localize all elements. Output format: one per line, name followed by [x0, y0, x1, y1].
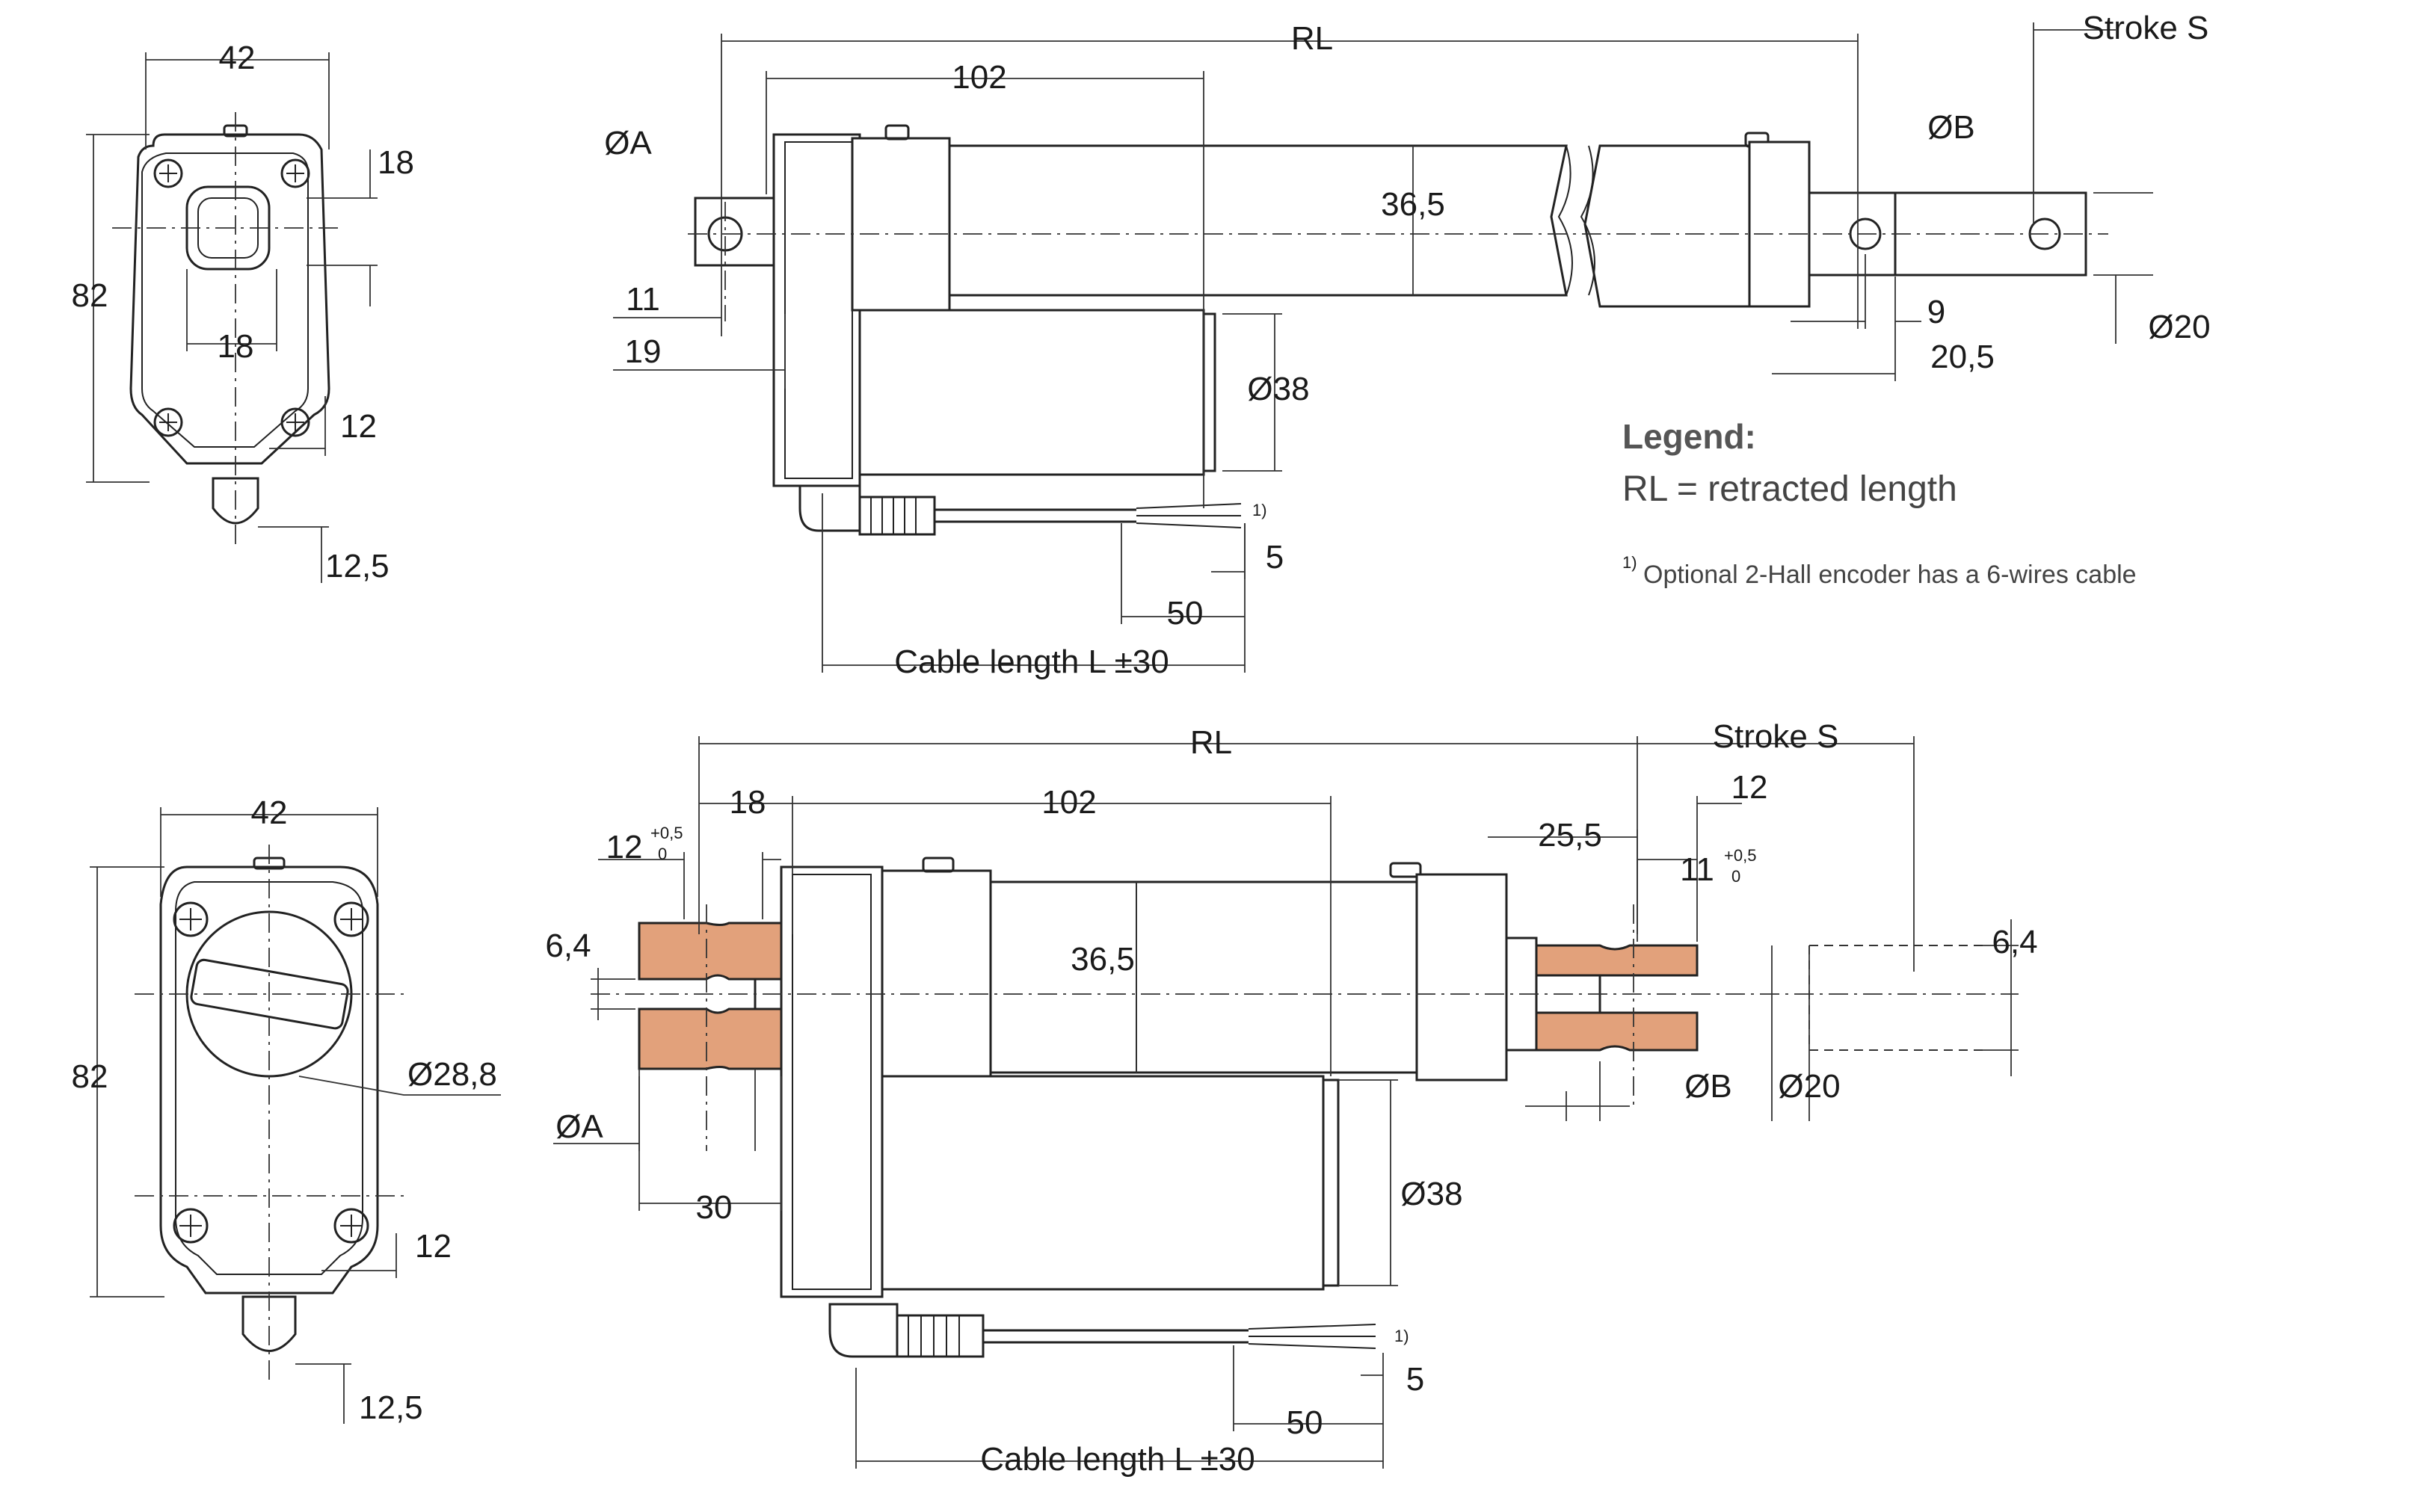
cable-5-2-label: 5 [1406, 1361, 1424, 1398]
end-view-connector-label: 12,5 [325, 548, 390, 584]
cable-50-2-label: 50 [1287, 1404, 1323, 1441]
cable-length-2-label: Cable length L ±30 [980, 1441, 1254, 1478]
rod-20-5-label: 20,5 [1930, 339, 1995, 375]
rod-dia-2-label: Ø20 [1778, 1068, 1840, 1105]
slot-12-tol-upper: +0,5 [650, 824, 683, 842]
top-end-view: 42 82 18 18 12 12,5 [72, 40, 414, 584]
rod-9-label: 9 [1927, 294, 1945, 330]
pin-a-label: ØA [604, 125, 652, 161]
end-view-height-label: 82 [72, 277, 108, 314]
motor-length-label: 102 [952, 59, 1006, 96]
slot-11-label: 11 [1680, 851, 1714, 888]
motor-dia-2-label: Ø38 [1400, 1176, 1462, 1212]
tube-dia-2-label: 36,5 [1071, 941, 1135, 978]
slot-12-label: 12 [606, 829, 643, 865]
clevis-19-label: 19 [625, 333, 662, 370]
offset-18-label: 18 [730, 784, 766, 821]
pin-a-2-label: ØA [555, 1108, 603, 1145]
rod-25-5-label: 25,5 [1538, 817, 1602, 854]
slot-11-tol-lower: 0 [1731, 867, 1740, 886]
legend-rl: RL = retracted length [1622, 469, 1957, 509]
bottom-side-view: RL Stroke S 18 102 12 +0,5 0 6,4 ØA 30 3… [545, 718, 2037, 1478]
end-view-square-label: 18 [218, 328, 254, 365]
cable-50-label: 50 [1167, 595, 1204, 632]
cable-length-label: Cable length L ±30 [894, 644, 1169, 680]
rl-2-label: RL [1190, 724, 1232, 761]
end-view-2-width-label: 42 [251, 794, 288, 831]
note-marker: 1) [1252, 501, 1267, 519]
legend-title: Legend: [1622, 417, 1756, 456]
stroke-2-label: Stroke S [1713, 718, 1839, 755]
end-view-top-offset-label: 18 [378, 144, 414, 181]
rod-12-label: 12 [1731, 769, 1768, 806]
top-side-view: RL Stroke S 102 ØA ØB 36,5 11 19 Ø38 9 2… [604, 10, 2210, 680]
slot-12-tol-lower: 0 [658, 845, 667, 863]
end-view-2-bottom-offset-label: 12 [415, 1228, 452, 1265]
end-view-bottom-offset-label: 12 [340, 408, 377, 445]
pin-b-label: ØB [1927, 109, 1975, 146]
end-view-width-label: 42 [219, 40, 256, 76]
rod-dia-label: Ø20 [2148, 309, 2210, 345]
note-marker-2: 1) [1394, 1327, 1409, 1345]
slot-11-tol-upper: +0,5 [1724, 846, 1756, 865]
slot-6-4-right-label: 6,4 [1992, 924, 2037, 960]
legend: Legend: RL = retracted length 1) Optiona… [1622, 417, 2137, 589]
rl-label: RL [1291, 20, 1333, 57]
end-view-2-connector-label: 12,5 [359, 1389, 423, 1426]
tube-dia-label: 36,5 [1381, 186, 1445, 223]
clevis-30-label: 30 [696, 1189, 733, 1226]
end-view-2-height-label: 82 [72, 1058, 108, 1095]
motor-length-2-label: 102 [1041, 784, 1096, 821]
legend-footnote: Optional 2-Hall encoder has a 6-wires ca… [1643, 561, 2137, 589]
bottom-end-view: 42 82 Ø28,8 12 12,5 [72, 794, 501, 1426]
cable-5-label: 5 [1266, 539, 1284, 576]
legend-footnote-marker: 1) [1622, 553, 1637, 572]
clevis-11-label: 11 [626, 281, 660, 318]
pin-b-2-label: ØB [1684, 1068, 1732, 1105]
motor-dia-label: Ø38 [1247, 371, 1309, 407]
knob-dia-label: Ø28,8 [407, 1056, 497, 1093]
stroke-label: Stroke S [2083, 10, 2209, 46]
slot-6-4-left-label: 6,4 [545, 928, 591, 964]
